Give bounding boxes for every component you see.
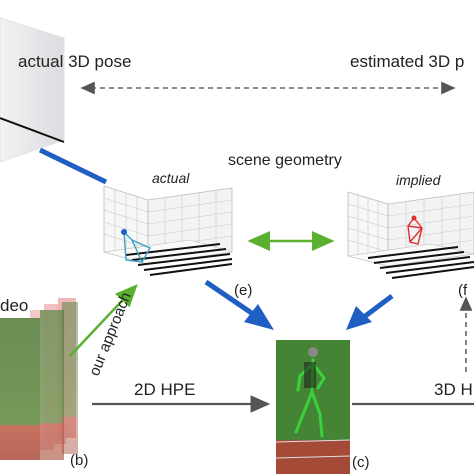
blue-arrow-implied (346, 294, 394, 330)
video-frame-stack (0, 298, 78, 460)
scene-geometry-label: scene geometry (228, 152, 342, 169)
video-label: deo (0, 296, 29, 315)
actual-scene-box (103, 185, 233, 276)
implied-scene-label: implied (396, 172, 441, 188)
blue-arrow-actual (204, 279, 274, 330)
hpe-3d-label: 3D H (434, 380, 473, 399)
actual-pose-viewport (0, 17, 65, 163)
panel-c-label: (c) (352, 454, 370, 471)
actual-scene-label: actual (152, 170, 190, 186)
panel-f-label: (f (458, 282, 468, 299)
actual-pose-label: actual 3D pose (18, 52, 132, 71)
blue-connector-line (38, 147, 108, 185)
implied-scene-box (347, 191, 474, 279)
panel-e-label: (e) (234, 282, 253, 299)
estimated-pose-label: estimated 3D p (350, 52, 465, 71)
panel-b-label: (b) (70, 452, 89, 469)
hpe-2d-label: 2D HPE (134, 380, 196, 399)
runner-frame (275, 340, 351, 474)
our-approach-arrow (69, 284, 138, 357)
